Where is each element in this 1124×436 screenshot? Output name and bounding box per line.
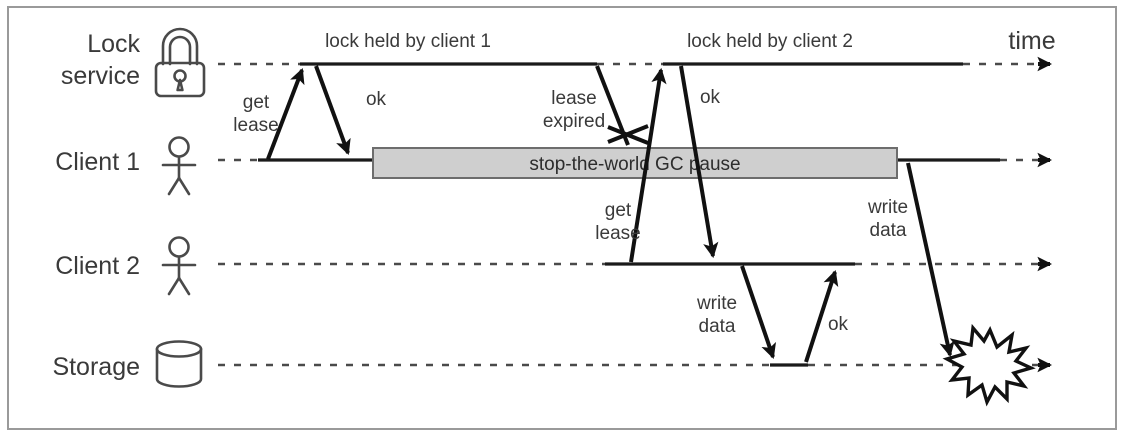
message-arrow-write-data-2 — [906, 162, 955, 358]
message-arrow-get-lease-1 — [266, 68, 305, 160]
message-arrow-write-data-1 — [740, 265, 776, 359]
burst-icon — [942, 323, 1036, 407]
message-label-get-lease-1-line2: lease — [233, 115, 278, 136]
message-label-ok-1: ok — [366, 89, 387, 110]
message-arrow-ok-3 — [804, 270, 839, 363]
gc-pause-box — [372, 147, 898, 179]
span-label-lock-held-by-client-1: lock held by client 1 — [325, 31, 491, 52]
gc-pause-box-label: stop-the-world GC pause — [529, 154, 740, 175]
lane-label-lock-service-line2: service — [61, 62, 140, 90]
message-label-write-data-1-line2: data — [699, 316, 736, 337]
message-label-write-data-1-line1: write — [696, 293, 737, 314]
message-label-get-lease-2-line2: lease — [595, 223, 640, 244]
message-arrow-get-lease-2 — [629, 67, 667, 263]
time-axis-label: time — [1008, 27, 1055, 55]
lane-label-client-2: Client 2 — [55, 252, 140, 280]
lane-label-client-1: Client 1 — [55, 148, 140, 176]
padlock-icon — [154, 27, 206, 98]
message-label-get-lease-2-line1: get — [605, 200, 632, 221]
stick-figure-icon-client-2 — [161, 236, 197, 296]
message-label-lease-expired-line1: lease — [551, 88, 596, 109]
message-label-ok-2: ok — [700, 87, 721, 108]
lease-expired-x-mark-stroke-2 — [607, 125, 649, 145]
database-cylinder-icon — [155, 340, 203, 388]
message-arrow-ok-2 — [679, 65, 719, 259]
lane-label-lock-service-line1: Lock — [87, 30, 140, 58]
message-label-ok-3: ok — [828, 314, 849, 335]
message-label-write-data-2-line2: data — [870, 220, 907, 241]
message-label-write-data-2-line1: write — [867, 197, 908, 218]
message-label-lease-expired-line2: expired — [543, 111, 605, 132]
stick-figure-icon-client-1 — [161, 136, 197, 196]
span-label-lock-held-by-client-2: lock held by client 2 — [687, 31, 853, 52]
lane-label-storage: Storage — [52, 353, 140, 381]
message-label-get-lease-1-line1: get — [243, 92, 270, 113]
message-arrow-ok-1 — [314, 65, 351, 155]
figure-border — [7, 6, 1117, 430]
